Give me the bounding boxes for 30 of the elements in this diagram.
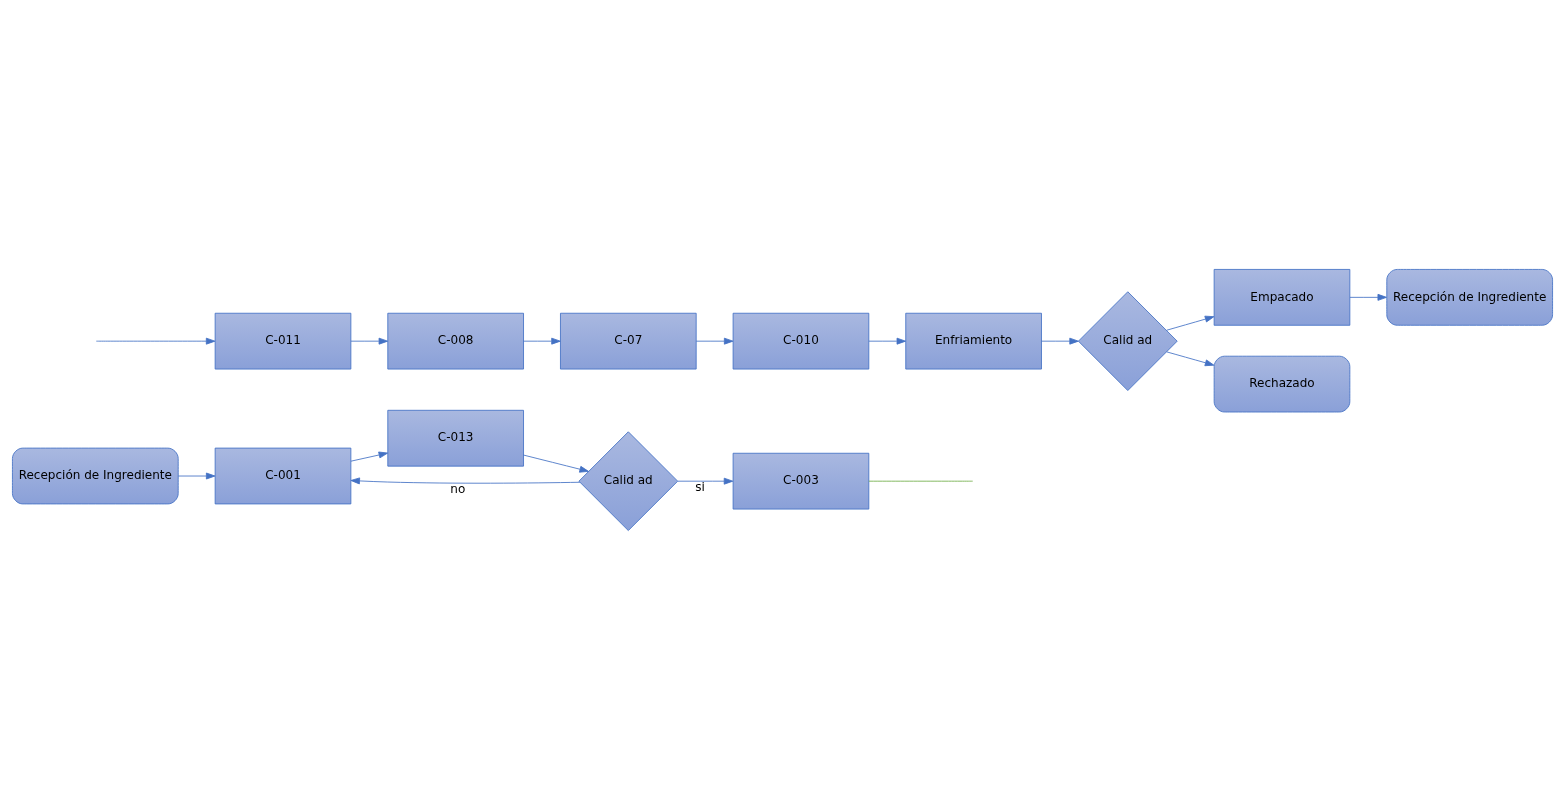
arrow: [350, 477, 581, 485]
node-box: C-008: [387, 312, 524, 370]
arrow: [523, 454, 589, 473]
arrow: [350, 337, 389, 345]
node-box: Recepción de Ingrediente: [1386, 269, 1553, 326]
node-box: C-013: [387, 409, 524, 467]
arrow: [350, 451, 389, 462]
arrow: [677, 477, 734, 485]
node-box: Recepción de Ingrediente: [12, 447, 179, 505]
node-box: Empacado: [1213, 269, 1351, 326]
edge-label: si: [695, 479, 705, 494]
arrow: [868, 337, 907, 345]
arrow: [177, 472, 216, 480]
node-box: C-07: [560, 312, 697, 370]
arrow: [1166, 315, 1215, 331]
arrow: [523, 337, 561, 345]
node-box: C-010: [732, 312, 870, 370]
arrow: [95, 337, 216, 345]
node-box: C-001: [214, 447, 352, 505]
arrow: [695, 337, 734, 345]
connector: [868, 480, 974, 482]
node-box: C-003: [732, 452, 870, 510]
node-box: C-011: [214, 312, 352, 370]
node-box: Rechazado: [1213, 355, 1351, 413]
node-diamond: Calid ad: [1078, 291, 1178, 391]
arrow: [1041, 337, 1079, 345]
edge-label: no: [450, 481, 466, 496]
arrow: [1349, 293, 1387, 301]
node-box: Enfriamiento: [905, 312, 1042, 370]
arrow: [1166, 351, 1215, 367]
